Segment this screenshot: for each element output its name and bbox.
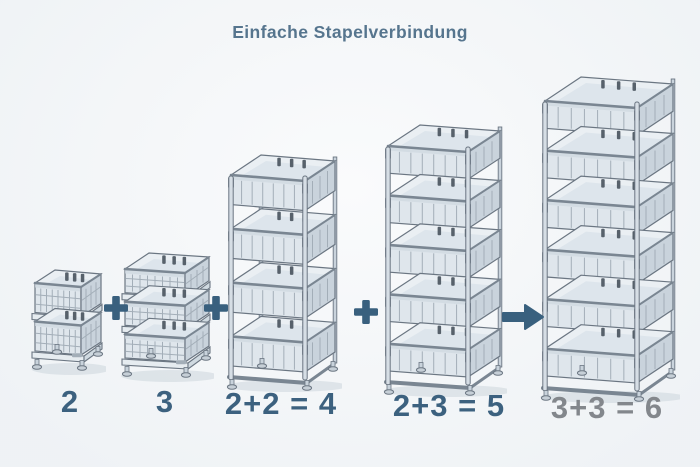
stack-6-tier-rack-illustration: [540, 76, 686, 403]
stack-2-baskets: [30, 262, 111, 375]
basket-tier: [542, 324, 675, 385]
basket-tier: [542, 76, 675, 137]
stack-label: 2+3 = 5: [392, 388, 506, 423]
stack-3-baskets-illustration: [121, 252, 219, 382]
basket-tier: [542, 175, 675, 236]
arrow-right-operator: [501, 300, 545, 334]
plus-icon: [354, 300, 378, 324]
stack-label: 2+2 = 4: [224, 386, 338, 421]
basket-tier: [228, 315, 337, 374]
basket-tier: [228, 154, 337, 212]
stack-6-tier-rack: [540, 70, 686, 403]
basket-tier: [123, 252, 211, 298]
basket-tier: [385, 173, 502, 230]
stack-label: 2: [60, 384, 80, 419]
plus-operator-1: [101, 293, 131, 323]
basket-tier: [542, 224, 675, 286]
basket-tier: [33, 269, 103, 318]
page-title: Einfache Stapelverbindung: [232, 22, 468, 42]
stack-4-tier-rack-illustration: [226, 154, 348, 392]
stack-4-tier-rack: [226, 148, 348, 392]
basket-tier: [228, 261, 337, 320]
stack-5-tier-rack-illustration: [383, 124, 513, 397]
stack-label: 3: [155, 384, 175, 419]
arrow-right-icon: [502, 304, 544, 330]
stack-3-baskets: [120, 245, 219, 382]
basket-tier: [228, 208, 337, 266]
basket-tier: [385, 272, 502, 329]
basket-tier: [542, 125, 675, 186]
basket-tier: [33, 307, 103, 357]
plus-operator-2: [201, 293, 231, 323]
basket-tier: [385, 223, 502, 280]
stack-5-tier-rack: [383, 118, 513, 397]
plus-icon: [104, 296, 128, 320]
basket-tier: [123, 317, 211, 364]
stack-2-baskets-illustration: [31, 269, 111, 375]
basket-tier: [385, 322, 502, 379]
stack-label: 3+3 = 6: [550, 390, 664, 425]
basket-tier: [542, 274, 675, 335]
plus-icon: [204, 296, 228, 320]
basket-tier: [385, 124, 502, 181]
plus-operator-3: [351, 297, 381, 327]
